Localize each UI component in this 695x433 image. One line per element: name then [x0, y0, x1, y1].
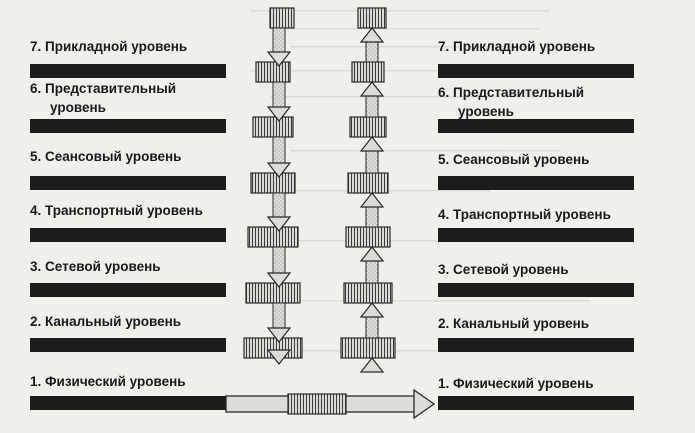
right-layer-6-label: 6. Представительный	[438, 85, 584, 100]
right-layer-7-label: 7. Прикладной уровень	[438, 39, 595, 54]
physical-transmission-arrow	[225, 388, 436, 420]
right-layer-6-label-line2: уровень	[458, 104, 514, 119]
up-arrowhead-1	[359, 357, 385, 373]
down-arrowhead-7	[266, 51, 292, 67]
up-arrowhead-4	[359, 192, 385, 208]
down-header-box-4	[250, 172, 296, 194]
up-header-box-7	[357, 7, 387, 29]
down-encapsulation-column	[243, 7, 303, 365]
bleed-line	[290, 46, 530, 48]
down-arrow-shaft-4	[272, 192, 286, 218]
down-arrowhead-1	[266, 349, 292, 365]
up-decapsulation-column	[340, 7, 396, 373]
down-arrowhead-2	[266, 327, 292, 343]
physical-frame-box	[287, 393, 347, 415]
down-header-box-7	[269, 7, 295, 29]
up-header-box-3	[345, 226, 391, 248]
up-header-box-4	[347, 172, 389, 194]
left-layer-2-bar	[30, 338, 226, 352]
right-layer-5: 5. Сеансовый уровень	[438, 152, 634, 190]
left-osi-stack: 7. Прикладной уровень 6. Представительный…	[30, 39, 226, 410]
right-layer-1-bar	[438, 396, 634, 410]
left-layer-5-label: 5. Сеансовый уровень	[30, 149, 181, 164]
right-layer-6-bar	[438, 119, 634, 133]
up-header-box-5	[349, 116, 387, 138]
left-layer-2: 2. Канальный уровень	[30, 314, 226, 352]
left-layer-7-label: 7. Прикладной уровень	[30, 39, 187, 54]
left-layer-4-label: 4. Транспортный уровень	[30, 203, 203, 218]
left-layer-3-label: 3. Сетевой уровень	[30, 259, 161, 274]
right-layer-6: 6. Представительный уровень	[438, 85, 634, 133]
right-layer-4-bar	[438, 228, 634, 242]
right-layer-2: 2. Канальный уровень	[438, 316, 634, 352]
down-arrowhead-5	[266, 162, 292, 178]
down-arrowhead-3	[266, 272, 292, 288]
right-osi-stack: 7. Прикладной уровень 6. Представительный…	[438, 39, 634, 410]
left-layer-6-label: 6. Представительный	[30, 81, 176, 96]
left-layer-5: 5. Сеансовый уровень	[30, 149, 226, 190]
right-layer-2-label: 2. Канальный уровень	[438, 316, 589, 331]
left-layer-4-bar	[30, 228, 226, 242]
up-arrowhead-6	[359, 81, 385, 97]
down-arrow-shaft-3	[272, 246, 286, 274]
right-layer-7: 7. Прикладной уровень	[438, 39, 634, 78]
down-arrow-shaft-6	[272, 81, 286, 108]
right-layer-3-label: 3. Сетевой уровень	[438, 262, 569, 277]
bleed-line	[290, 300, 590, 302]
bleed-line	[270, 28, 540, 30]
right-layer-3-bar	[438, 283, 634, 297]
right-layer-4-label: 4. Транспортный уровень	[438, 207, 611, 222]
left-layer-5-bar	[30, 176, 226, 190]
left-layer-1-label: 1. Физический уровень	[30, 374, 186, 389]
down-arrowhead-4	[266, 216, 292, 232]
left-layer-1: 1. Физический уровень	[30, 374, 226, 410]
right-layer-4: 4. Транспортный уровень	[438, 207, 634, 242]
left-layer-6: 6. Представительный уровень	[30, 81, 226, 133]
right-layer-2-bar	[438, 338, 634, 352]
up-arrowhead-5	[359, 136, 385, 152]
left-layer-7-bar	[30, 64, 226, 78]
up-arrowhead-7	[359, 27, 385, 43]
physical-arrowhead	[413, 388, 436, 420]
right-layer-3: 3. Сетевой уровень	[438, 262, 634, 297]
left-layer-6-label-line2: уровень	[50, 100, 106, 115]
left-layer-2-label: 2. Канальный уровень	[30, 314, 181, 329]
down-arrow-shaft-7	[272, 27, 286, 53]
up-arrowhead-2	[359, 302, 385, 318]
down-arrow-shaft-2	[272, 302, 286, 329]
left-layer-3-bar	[30, 283, 226, 297]
right-layer-1: 1. Физический уровень	[438, 376, 634, 410]
left-layer-7: 7. Прикладной уровень	[30, 39, 226, 78]
right-layer-5-bar	[438, 176, 634, 190]
down-arrowhead-6	[266, 106, 292, 122]
left-layer-4: 4. Транспортный уровень	[30, 203, 226, 242]
down-header-box-5	[252, 116, 294, 138]
up-header-box-1	[340, 337, 396, 359]
bleed-line	[250, 10, 550, 12]
up-arrowhead-3	[359, 246, 385, 262]
bleed-line	[290, 150, 560, 152]
down-arrow-shaft-5	[272, 136, 286, 164]
left-layer-3: 3. Сетевой уровень	[30, 259, 226, 297]
down-header-box-2	[245, 282, 301, 304]
left-layer-1-bar	[30, 396, 226, 410]
down-header-box-6	[255, 61, 291, 83]
right-layer-5-label: 5. Сеансовый уровень	[438, 152, 589, 167]
up-header-box-6	[351, 61, 385, 83]
right-layer-1-label: 1. Физический уровень	[438, 376, 594, 391]
right-layer-7-bar	[438, 64, 634, 78]
bleed-line	[270, 96, 570, 98]
left-layer-6-bar	[30, 119, 226, 133]
up-header-box-2	[343, 282, 393, 304]
down-header-box-3	[247, 226, 299, 248]
